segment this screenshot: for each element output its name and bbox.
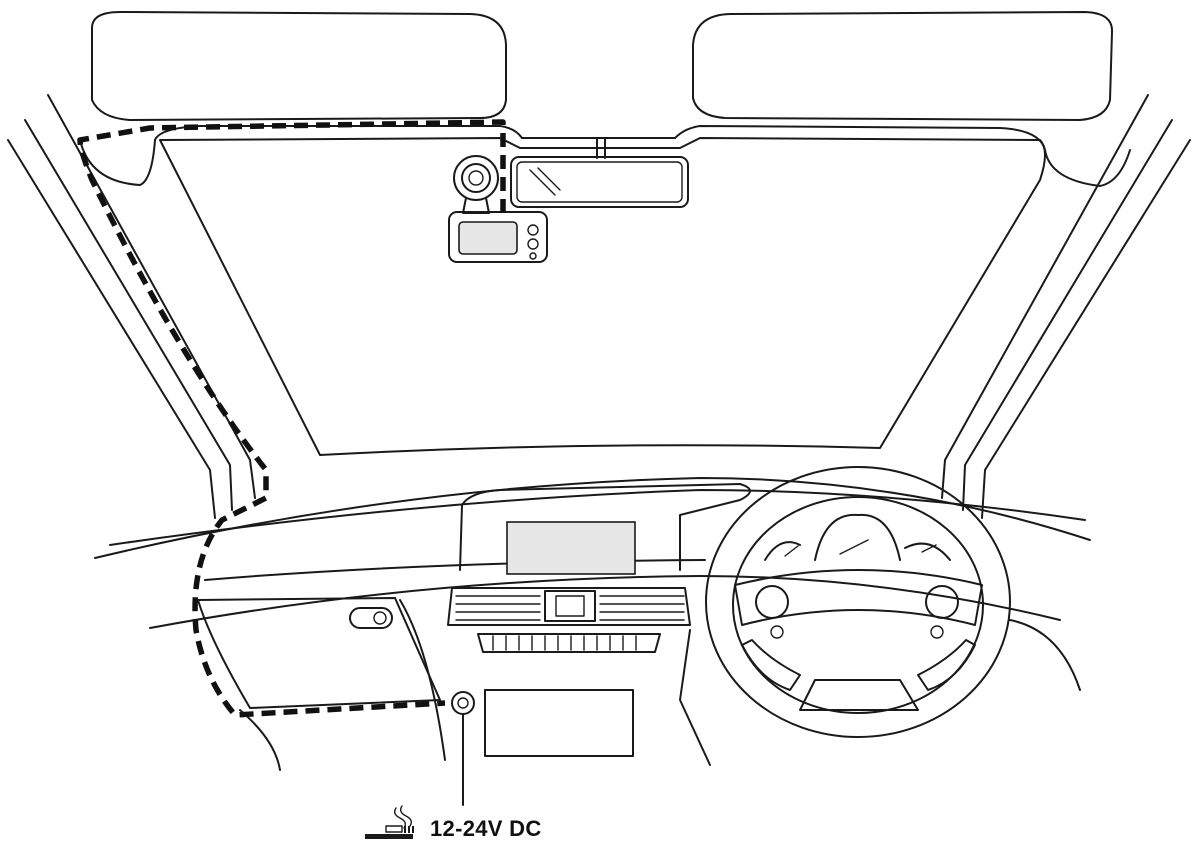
cable-route xyxy=(77,119,506,718)
right-sun-visor xyxy=(692,11,1114,121)
power-voltage-label: 12-24V DC xyxy=(430,816,542,841)
right-a-pillar-outer xyxy=(981,139,1191,519)
cigarette-lighter-socket-icon xyxy=(365,805,414,839)
glovebox xyxy=(197,597,441,709)
rear-view-mirror xyxy=(510,156,689,208)
glovebox-latch xyxy=(349,607,393,629)
instrument-cluster xyxy=(764,513,951,561)
right-a-pillar-mid xyxy=(962,119,1173,511)
dash-cam-screen xyxy=(458,221,518,255)
center-console-right xyxy=(679,629,711,766)
lower-dash-right xyxy=(1009,619,1081,691)
console-panel xyxy=(484,689,634,757)
mirror-glare-2 xyxy=(537,167,561,191)
headliner-edge xyxy=(79,125,1131,187)
center-console-left xyxy=(399,599,446,761)
glovebox-latch-button xyxy=(373,611,387,625)
rear-view-mirror-glass xyxy=(516,161,683,203)
left-a-pillar-mid xyxy=(24,119,233,511)
dashboard-lower xyxy=(149,575,1061,629)
center-button-strip xyxy=(477,633,661,653)
display-hood xyxy=(459,483,751,571)
power-socket xyxy=(451,691,475,715)
windscreen xyxy=(159,137,1046,456)
left-a-pillar-outer xyxy=(7,139,216,519)
left-a-pillar-inner xyxy=(47,94,256,499)
mirror-glare xyxy=(529,169,556,196)
lower-dash-left xyxy=(239,709,281,771)
center-air-vents xyxy=(447,587,691,626)
dash-cam xyxy=(448,155,548,263)
left-sun-visor xyxy=(91,11,507,121)
dashboard-edge xyxy=(109,489,1086,546)
power-socket-inner xyxy=(457,697,469,709)
center-display xyxy=(506,521,636,575)
right-a-pillar-inner xyxy=(941,94,1149,499)
steering-wheel xyxy=(705,466,1011,738)
